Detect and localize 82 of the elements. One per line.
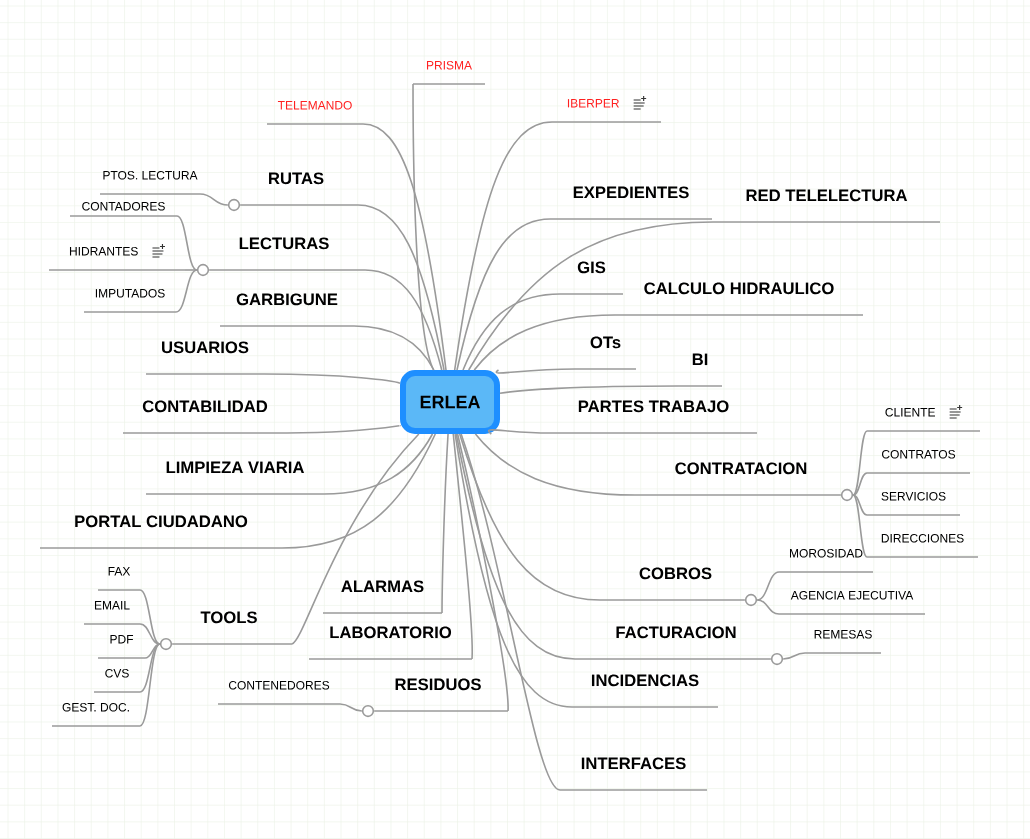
branch-line (852, 472, 868, 496)
branch-line (455, 433, 576, 660)
subtopic-label: IBERPER (551, 99, 662, 123)
branch-line (184, 269, 198, 271)
branch-line (323, 433, 434, 495)
branch-line (176, 215, 198, 271)
topic-label: USUARIOS (145, 341, 265, 375)
topic-label: RED TELELECTURA (712, 189, 941, 223)
topic-label: CONTABILIDAD (122, 400, 288, 434)
subtopic-label: FAX (97, 567, 141, 591)
subtopic-label: EMAIL (83, 601, 141, 625)
branch-line (456, 433, 509, 712)
topic-label: CONTRATACION (634, 462, 842, 496)
branch-line (364, 269, 443, 371)
topic-label: PARTES TRABAJO (549, 400, 758, 434)
branch-line (460, 433, 561, 791)
subtopic-label: PRISMA (412, 61, 486, 85)
branch-line (473, 314, 616, 371)
branch-line (139, 623, 161, 645)
topic-label: ALARMAS (322, 580, 443, 614)
branch-line (852, 494, 868, 516)
branch-line (353, 325, 435, 371)
topic-label: TOOLS (171, 611, 293, 645)
branch-line (357, 204, 445, 371)
branch-line (456, 218, 551, 371)
subtopic-label: CONTENEDORES (217, 681, 341, 705)
branch-line (291, 433, 420, 645)
topic-label: INCIDENCIAS (571, 674, 719, 708)
topic-label: BI (677, 353, 723, 387)
branch-line (263, 373, 401, 384)
branch-line (756, 571, 780, 601)
branch-line (756, 599, 780, 615)
topic-label: GARBIGUNE (219, 293, 355, 327)
branch-line (452, 433, 474, 660)
topic-label: INTERFACES (559, 757, 708, 791)
branch-line (453, 121, 553, 371)
topic-label: PORTAL CIUDADANO (39, 515, 283, 549)
subtopic-label: PDF (97, 635, 146, 659)
branch-line (199, 193, 229, 206)
branch-line (281, 433, 437, 549)
branch-line (495, 368, 576, 374)
topic-label: EXPEDIENTES (549, 186, 713, 220)
branch-line (441, 433, 449, 614)
branch-line (852, 494, 868, 558)
topic-label: LABORATORIO (308, 626, 473, 660)
branch-line (458, 433, 601, 601)
branch-line (412, 83, 435, 371)
subtopic-label: CVS (93, 669, 141, 693)
topic-label: LIMPIEZA VIARIA (145, 461, 325, 495)
subtopic-label: SERVICIOS (866, 492, 961, 516)
branch-line (286, 424, 401, 434)
branch-line (175, 269, 198, 313)
branch-line (474, 433, 636, 496)
subtopic-label: IMPUTADOS (83, 289, 177, 313)
topic-label: LECTURAS (208, 237, 366, 271)
topic-label: RUTAS (239, 172, 359, 206)
subtopic-label: CONTRATOS (866, 450, 971, 474)
branch-line (782, 652, 806, 660)
branch-line (487, 429, 551, 435)
subtopic-label: PTOS. LECTURA (99, 171, 201, 195)
topic-label: FACTURACION (574, 626, 772, 660)
topic-label: OTs (574, 336, 637, 370)
branch-line (852, 430, 868, 496)
subtopic-label: HIDRANTES (48, 247, 186, 271)
branch-line (139, 589, 161, 645)
subtopic-label: TELEMANDO (266, 101, 364, 125)
branch-line (139, 643, 161, 693)
topic-label: COBROS (599, 567, 746, 601)
branch-line (467, 221, 714, 371)
root-box: ERLEA (400, 370, 500, 434)
subtopic-label: REMESAS (804, 630, 882, 654)
subtopic-label: GEST. DOC. (51, 703, 141, 727)
branch-line (499, 385, 679, 395)
topic-label: RESIDUOS (373, 678, 509, 712)
branch-line (362, 123, 447, 371)
branch-line (339, 703, 363, 712)
branch-line (454, 433, 573, 708)
branch-line (139, 643, 161, 727)
branch-line (462, 293, 561, 371)
subtopic-label: AGENCIA EJECUTIVA (778, 591, 926, 615)
subtopic-label: CONTADORES (69, 202, 178, 217)
subtopic-label: CLIENTE (866, 408, 981, 432)
